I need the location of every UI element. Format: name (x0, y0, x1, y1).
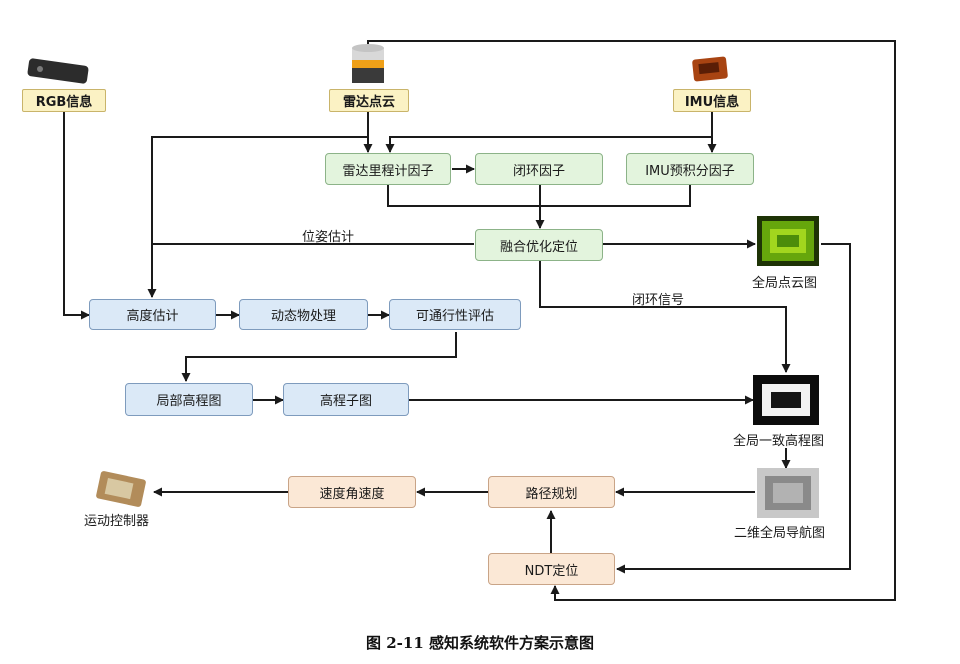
edge-imu-to-odom (385, 136, 712, 153)
lidar-icon (352, 44, 384, 83)
node-ndt-localization: NDT定位 (488, 553, 615, 585)
edge-cloud-to-ndt (616, 243, 851, 574)
label-motion-controller: 运动控制器 (84, 514, 150, 529)
motion-controller-icon (96, 471, 146, 507)
node-elevation-submap: 高程子图 (283, 383, 409, 416)
nav-map-image (757, 468, 819, 518)
label-loop-signal: 闭环信号 (632, 293, 685, 308)
label-global-height-map: 全局一致高程图 (733, 434, 825, 449)
node-fusion-optimization: 融合优化定位 (475, 229, 603, 261)
edge-trav-to-local (181, 332, 457, 382)
label-pose-estimation: 位姿估计 (302, 230, 355, 245)
node-dynamic-object-processing: 动态物处理 (239, 299, 368, 330)
node-local-height-map: 局部高程图 (125, 383, 253, 416)
node-imu-preintegration-factor: IMU预积分因子 (626, 153, 754, 185)
edge-lidar-to-ndt (367, 40, 896, 601)
global-pointcloud-map-image (757, 216, 819, 266)
camera-icon (27, 58, 89, 84)
node-height-estimation: 高度估计 (89, 299, 216, 330)
node-imu-info: IMU信息 (673, 89, 751, 112)
imu-device-icon (692, 56, 728, 82)
node-loop-closure-factor: 闭环因子 (475, 153, 603, 185)
node-path-planning: 路径规划 (488, 476, 615, 508)
label-2d-nav-map: 二维全局导航图 (734, 526, 826, 541)
node-lidar-odometry-factor: 雷达里程计因子 (325, 153, 451, 185)
global-height-map-image (753, 375, 819, 425)
node-rgb-info: RGB信息 (22, 89, 106, 112)
node-traversability-evaluation: 可通行性评估 (389, 299, 521, 330)
edge-rgb-to-height (63, 112, 90, 320)
edge-loop-signal (539, 261, 791, 373)
figure-caption: 图 2-11 感知系统软件方案示意图 (366, 634, 594, 652)
label-global-pointcloud-map: 全局点云图 (752, 276, 818, 291)
node-lidar-pointcloud: 雷达点云 (329, 89, 409, 112)
node-speed-angular-velocity: 速度角速度 (288, 476, 416, 508)
